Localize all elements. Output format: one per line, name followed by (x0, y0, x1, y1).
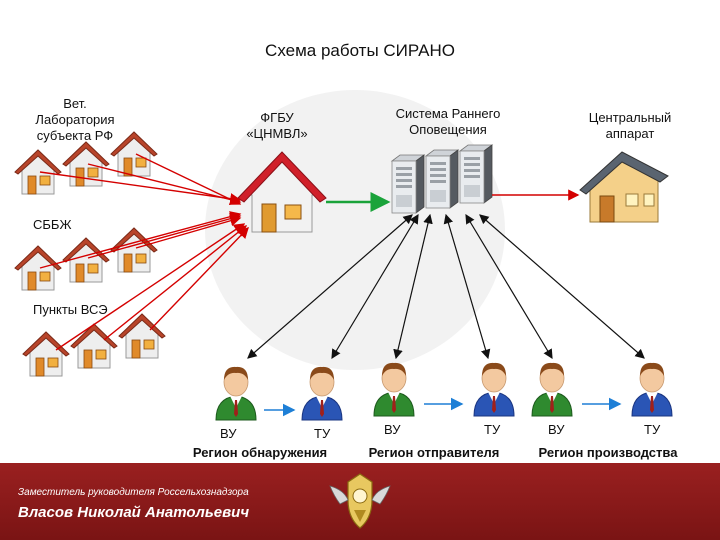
fgbu-label: ФГБУ «ЦНМВЛ» (222, 110, 332, 142)
fgbu-label-text: ФГБУ «ЦНМВЛ» (246, 110, 308, 141)
region-2-name: Регион отправителя (368, 445, 500, 460)
central-label: Центральный аппарат (570, 110, 690, 142)
central-house-icon (579, 151, 669, 223)
region-1-name: Регион обнаружения (192, 445, 328, 460)
emblem-icon (329, 473, 391, 529)
central-label-text: Центральный аппарат (588, 110, 672, 141)
sbbzh-houses (14, 227, 158, 291)
diagram-title: Схема работы СИРАНО (265, 41, 455, 60)
vse-label: Пункты ВСЭ (33, 302, 108, 317)
footer-name: Власов Николай Анатольевич (18, 504, 250, 521)
early-warning-label-text: Система Раннего Оповещения (395, 106, 501, 137)
red-arrows (39, 153, 580, 351)
region-1-tu: ТУ (314, 426, 331, 441)
region-3-name: Регион производства (538, 445, 678, 460)
blue-arrows (264, 397, 622, 417)
server-cluster-icon (391, 144, 493, 214)
region-3-people (531, 362, 673, 417)
vet-lab-label-text: Вет. Лаборатория субъекта РФ (35, 96, 115, 143)
region-2-people (373, 362, 515, 417)
early-warning-label: Система Раннего Оповещения (378, 106, 518, 138)
black-arrows (247, 213, 645, 360)
region-2-vu: ВУ (384, 422, 401, 437)
region-1-people (215, 366, 343, 421)
region-3-tu: ТУ (644, 422, 661, 437)
vse-houses (22, 313, 166, 377)
region-1-vu: ВУ (220, 426, 237, 441)
sbbzh-label: СББЖ (33, 217, 72, 232)
vet-lab-label: Вет. Лаборатория субъекта РФ (20, 96, 130, 144)
footer-position: Заместитель руководителя Россельхознадзо… (18, 487, 249, 498)
region-2-tu: ТУ (484, 422, 501, 437)
region-3-vu: ВУ (548, 422, 565, 437)
